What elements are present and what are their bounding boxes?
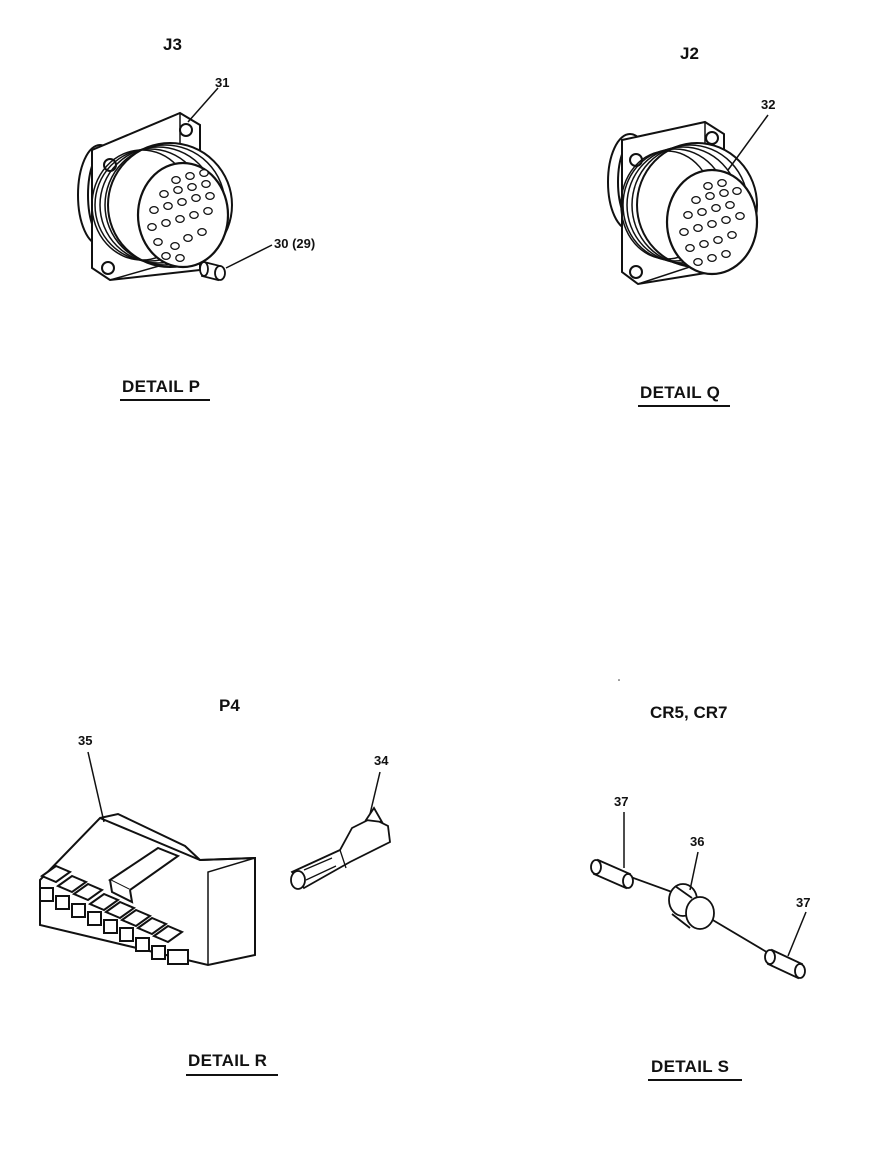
detail-r-leader-lines (87, 751, 381, 823)
callout-37-right: 37 (796, 895, 811, 910)
cr5-cr7-designator: CR5, CR7 (650, 703, 728, 722)
callout-34: 34 (374, 753, 389, 768)
detail-p-caption: DETAIL P (122, 377, 201, 396)
callout-36: 36 (690, 834, 705, 849)
callout-31: 31 (215, 75, 230, 90)
j2-circular-connector (607, 120, 759, 286)
p4-designator: P4 (219, 696, 240, 715)
detail-p-underline (120, 399, 210, 401)
j3-contact-pin (199, 260, 226, 282)
j2-designator: J2 (680, 44, 699, 63)
detail-q-leader-line (727, 114, 769, 171)
j3-designator: J3 (163, 35, 182, 54)
p4-connector-housing (39, 812, 256, 967)
cr-diode-assembly (590, 858, 806, 980)
detail-r-underline (186, 1074, 278, 1076)
detail-s-leader-lines (623, 812, 807, 957)
detail-s-caption: DETAIL S (651, 1057, 730, 1076)
callout-37-left: 37 (614, 794, 629, 809)
detail-s-underline (648, 1079, 742, 1081)
p4-crimp-terminal (290, 806, 391, 890)
detail-q-underline (638, 405, 730, 407)
detail-r-caption: DETAIL R (188, 1051, 268, 1070)
callout-35: 35 (78, 733, 93, 748)
detail-p-leader-lines (187, 87, 273, 269)
detail-q-caption: DETAIL Q (640, 383, 721, 402)
callout-30-29: 30 (29) (274, 236, 316, 251)
callout-32: 32 (761, 97, 776, 112)
